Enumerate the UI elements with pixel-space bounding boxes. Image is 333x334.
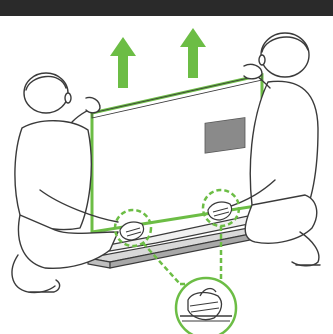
- tv-panel: [92, 75, 262, 232]
- top-bar: [0, 0, 333, 16]
- up-arrow-icon-left: [110, 37, 136, 88]
- rating-label: [205, 118, 245, 154]
- hand-grip-detail: [176, 278, 236, 334]
- up-arrow-icon-right: [180, 28, 206, 78]
